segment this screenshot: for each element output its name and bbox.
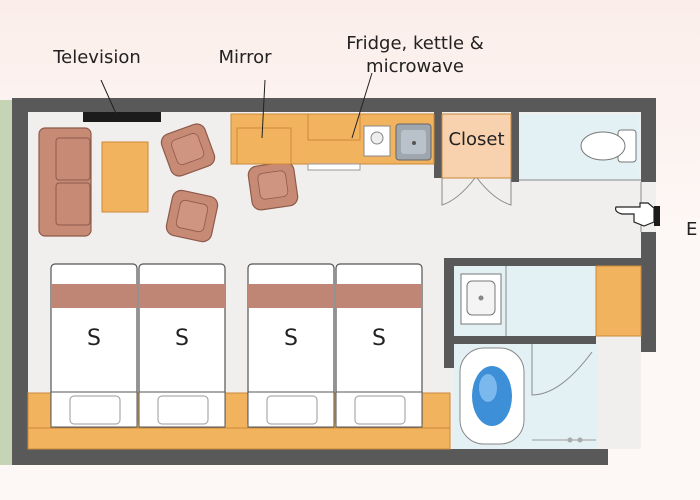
sofa-icon [38, 127, 92, 237]
bed-label: S [175, 326, 189, 351]
wall-left [12, 98, 28, 465]
armchair-icon [165, 189, 219, 243]
sink-icon [460, 273, 502, 325]
mirror-label: Mirror [218, 47, 272, 68]
television-icon [83, 112, 161, 122]
bathtub-icon [459, 347, 525, 445]
entrance-label: E [686, 219, 698, 240]
wall-bottom [12, 449, 608, 465]
fridge-label-line2: microwave [366, 56, 464, 77]
bed-frame [138, 263, 226, 428]
kettle-icon [363, 125, 391, 157]
closet-door-right [476, 177, 512, 206]
wall-right-upper [641, 98, 656, 182]
bed-frame [335, 263, 423, 428]
kitchen-sink-icon [395, 123, 432, 161]
closet-door-left [441, 177, 476, 206]
entrance-hand-icon [615, 202, 660, 227]
television-label: Television [53, 47, 141, 68]
wall-right-lower [641, 232, 656, 342]
armchair-icon [247, 161, 299, 211]
bed-label: S [372, 326, 386, 351]
toilet-icon [580, 129, 637, 163]
closet [441, 113, 512, 179]
exterior-balcony [0, 100, 14, 465]
bed-frame [50, 263, 138, 428]
coffee-table [101, 141, 149, 213]
bed-frame [247, 263, 335, 428]
closet-label: Closet [448, 129, 505, 150]
armchair-icon [160, 123, 216, 177]
wall-top [12, 98, 656, 112]
bed-label: S [87, 326, 101, 351]
fridge-label-line1: Fridge, kettle & [346, 33, 484, 54]
mirror-desk [236, 127, 292, 165]
storage-shelf [595, 265, 642, 337]
fridge-cabinet [307, 113, 361, 141]
bed-label: S [284, 326, 298, 351]
bathroom-door [531, 344, 593, 396]
